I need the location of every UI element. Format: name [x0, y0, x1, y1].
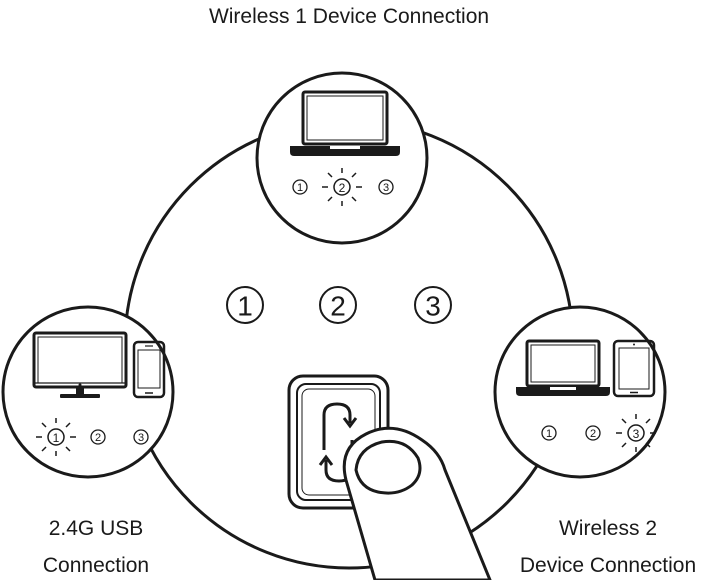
main-indicator-2: 2 [330, 291, 346, 322]
main-indicator-1: 1 [237, 291, 253, 322]
caption-wireless2-line2: Device Connection [520, 554, 696, 577]
laptop-icon [516, 339, 610, 396]
finger-icon [342, 426, 492, 580]
inset-wireless-1: 1 2 3 [255, 71, 429, 245]
laptop-icon [290, 90, 400, 156]
glow-icon [616, 414, 656, 452]
w1-indicator-2: 2 [339, 181, 346, 195]
inset-wireless-2: 1 2 3 [493, 305, 667, 479]
tablet-icon [612, 339, 656, 398]
w2-indicator-2: 2 [590, 428, 596, 440]
title-wireless-1: Wireless 1 Device Connection [209, 5, 489, 28]
monitor-icon [32, 331, 128, 398]
usb-indicator-2: 2 [95, 432, 101, 444]
w1-indicator-3: 3 [383, 182, 389, 194]
caption-usb-line1: 2.4G USB [49, 517, 144, 540]
usb-indicator-3: 3 [138, 432, 144, 444]
w2-indicator-3: 3 [633, 427, 640, 441]
caption-usb-line2: Connection [43, 554, 149, 577]
caption-wireless2-line1: Wireless 2 [559, 517, 657, 540]
phone-icon [132, 340, 166, 399]
usb-indicator-1: 1 [53, 431, 60, 445]
w2-indicator-1: 1 [546, 428, 552, 440]
w1-indicator-1: 1 [297, 182, 303, 194]
main-indicator-3: 3 [425, 291, 441, 322]
glow-icon [322, 168, 362, 206]
glow-icon [36, 418, 76, 456]
main-indicators: 1 2 3 [226, 286, 452, 324]
inset-usb: 1 2 3 [1, 305, 175, 479]
